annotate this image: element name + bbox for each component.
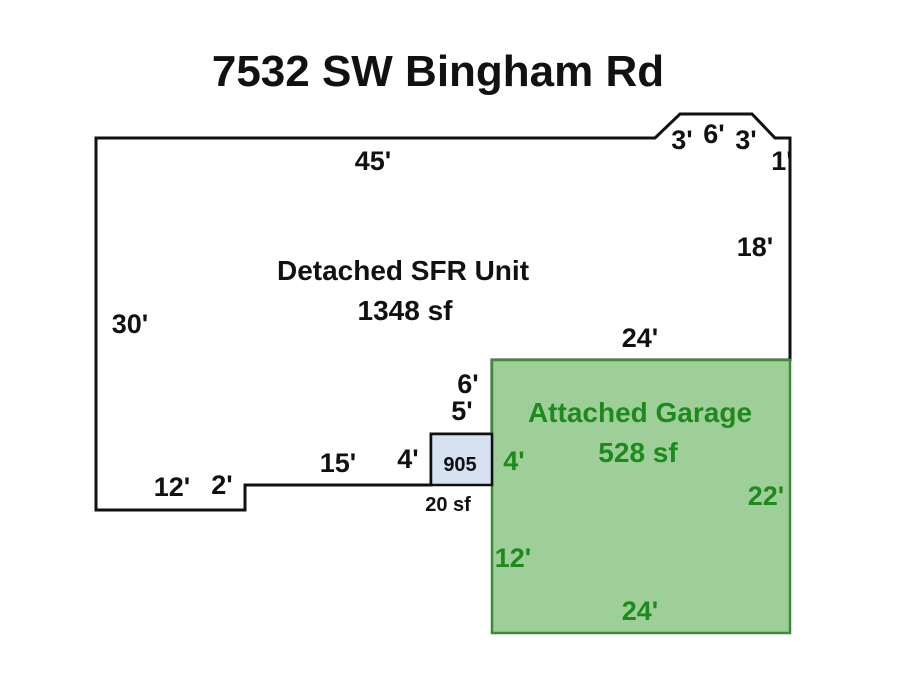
dim-bay-top: 6' [703, 119, 724, 149]
dim-notch-upper: 6' [457, 369, 478, 399]
dim-step: 2' [211, 470, 232, 500]
dim-bay-right: 3' [735, 125, 756, 155]
dim-house-left: 30' [112, 309, 148, 339]
bump-code: 905 [443, 454, 476, 476]
dim-garage-right: 22' [748, 481, 784, 511]
dim-bottom-mid: 15' [320, 448, 356, 478]
dim-house-top: 45' [355, 146, 391, 176]
dim-notch-lower: 5' [451, 396, 472, 426]
bump-area-label: 20 sf [425, 494, 471, 516]
page-title: 7532 SW Bingham Rd [212, 47, 664, 96]
dim-garage-left-upper: 4' [503, 446, 524, 476]
house-label: Detached SFR Unit [277, 255, 529, 286]
dim-house-right: 18' [737, 232, 773, 262]
dim-garage-bottom: 24' [622, 596, 658, 626]
dim-bay-down: 1' [771, 146, 792, 176]
garage-area [490, 358, 792, 635]
dim-bump-left: 4' [397, 444, 418, 474]
dim-inner: 24' [622, 323, 658, 353]
house-area: 1348 sf [358, 295, 454, 326]
dim-garage-left-lower: 12' [495, 543, 531, 573]
dim-bottom-left: 12' [154, 472, 190, 502]
garage-label: Attached Garage [528, 397, 752, 428]
garage-area-label: 528 sf [598, 437, 678, 468]
dim-bay-left: 3' [671, 125, 692, 155]
